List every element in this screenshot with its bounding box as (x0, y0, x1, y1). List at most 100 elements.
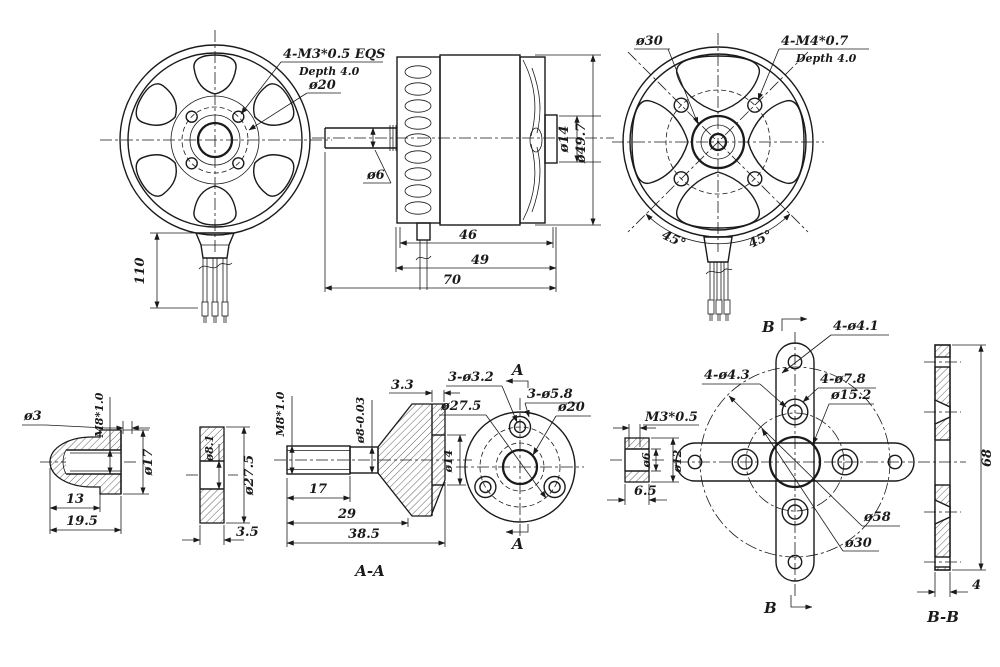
cross-dia58-label: ø58 (863, 510, 891, 525)
shaft-dim33-label: 3.3 (391, 378, 414, 393)
side-stator-body (439, 54, 521, 226)
cross-dia152-label: ø15.2 (830, 388, 871, 403)
shaft-dim-dia8: ø8-0.03 (354, 396, 375, 474)
rear-view: ø30 4-M4*0.7 Depth 4.0 45° 45° (612, 33, 869, 321)
plate-callout-dia20: ø20 (532, 400, 591, 456)
side-shaft-left (324, 125, 397, 151)
screw-hole (232, 157, 245, 170)
section-aa-title: A-A (353, 562, 385, 580)
front-thread-label: 4-M3*0.5 EQS (283, 47, 385, 62)
front-dia20-label: ø20 (308, 78, 336, 93)
mount-hole (747, 97, 763, 113)
cross-callout-dia30: ø30 (761, 428, 879, 552)
standoff-view: M3*0.5 ø6 ø12 6.5 (607, 410, 699, 505)
standoff-dim65-label: 6.5 (634, 484, 657, 499)
front-callout-thread: 4-M3*0.5 EQS Depth 4.0 (240, 47, 385, 115)
cross-center-hole (768, 435, 822, 489)
mount-hole (747, 171, 763, 187)
cross-callout-dia152: ø15.2 (812, 388, 874, 445)
plate-section-marker-bottom: A (505, 524, 529, 553)
cross-section-marker-top: B (761, 316, 808, 336)
section-b-top-label: B (761, 318, 775, 336)
prop-nut-dia17-label: ø17 (141, 449, 156, 477)
mount-hole (673, 171, 689, 187)
section-a-bottom-label: A (510, 535, 524, 553)
plate-holes32-label: 3-ø3.2 (448, 370, 494, 385)
cross-section-marker-bottom: B (763, 595, 813, 617)
standoff-callout-thread: M3*0.5 (613, 410, 699, 447)
washer-view: ø8.1 ø27.5 3.5 (182, 426, 259, 545)
side-dim70-label: 70 (443, 273, 461, 288)
rear-wires (703, 236, 733, 321)
prop-nut-dia3-label: ø3 (23, 409, 42, 424)
washer-dia81-label: ø8.1 (203, 435, 216, 462)
prop-nut-thread-label: M8*1.0 (93, 392, 106, 438)
shaft-flange-section (377, 403, 446, 517)
prop-nut-dim-13: 13 (49, 468, 101, 534)
strip-dim-4: 4 (917, 572, 981, 597)
side-dim-dia497: ø49.7 (535, 54, 601, 226)
standoff-thread-label: M3*0.5 (644, 410, 698, 425)
plate-dia20-label: ø20 (557, 400, 585, 415)
shaft-dim-thread: M8*1.0 (274, 391, 295, 475)
side-dia6-label: ø6 (366, 168, 385, 183)
shaft-thread-label: M8*1.0 (274, 391, 287, 437)
cross-callout-78: 4-ø7.8 (802, 372, 876, 403)
mount-plate-view: 3-ø3.2 ø27.5 3-ø5.8 ø20 A A (439, 361, 591, 553)
plate-callout-58: 3-ø5.8 (524, 387, 580, 418)
rear-dia30-label: ø30 (635, 34, 663, 49)
shaft-dim-dia14: ø14 (442, 434, 466, 486)
rear-angle-left-label: 45° (659, 228, 688, 252)
side-dim-dia6: ø6 (363, 127, 392, 184)
plate-center-hole (501, 448, 539, 486)
cross-arm-vertical (775, 342, 815, 582)
shaft-dia14-label: ø14 (442, 450, 455, 474)
shaft-dim-29: 29 (286, 507, 409, 527)
cross-holes43-label: 4-ø4.3 (704, 368, 750, 383)
washer-dim35-label: 3.5 (236, 525, 259, 540)
cross-arm-horizontal (675, 442, 915, 482)
section-b-bottom-label: B (763, 599, 777, 617)
washer-dim-35: 3.5 (182, 525, 259, 545)
prop-nut-dim-195: 19.5 (49, 496, 122, 534)
side-vent-section (396, 56, 441, 224)
cross-mount-view: 4-ø4.1 4-ø4.3 4-ø7.8 ø15.2 ø58 ø30 B B (675, 316, 915, 617)
strip-dim-68: 68 (952, 344, 995, 571)
cross-callout-43: 4-ø4.3 (702, 368, 787, 408)
side-view: ø6 ø14 ø49.7 46 49 70 (312, 54, 614, 292)
washer-dia275-label: ø27.5 (242, 455, 257, 496)
side-dim-46: 46 (399, 227, 554, 248)
shaft-dim-33: 3.3 (389, 378, 460, 402)
cross-holes78-label: 4-ø7.8 (820, 372, 866, 387)
cross-callout-dia58: ø58 (728, 395, 900, 527)
standoff-dia12-label: ø12 (671, 449, 684, 473)
front-dim110-label: 110 (133, 257, 148, 284)
screw-hole (185, 110, 198, 123)
section-bb-title: B-B (926, 608, 959, 626)
cross-holes41-label: 4-ø4.1 (833, 319, 879, 334)
side-dim46-label: 46 (459, 228, 477, 243)
plate-section-marker-top: A (505, 361, 529, 388)
side-wire-exit (415, 222, 432, 290)
section-a-top-label: A (510, 361, 524, 379)
washer-dim-dia81: ø8.1 (203, 435, 222, 490)
shaft-dim-17: 17 (286, 476, 351, 547)
front-body (119, 44, 311, 236)
screw-hole (232, 110, 245, 123)
front-view: 4-M3*0.5 EQS Depth 4.0 ø20 110 (100, 30, 385, 323)
standoff-dim-65: 6.5 (607, 484, 667, 505)
prop-nut-dim-dia17: ø17 (123, 429, 156, 495)
cross-outer-holes (687, 354, 903, 570)
shaft-dim-385: 38.5 (286, 482, 446, 547)
shaft-section-view: M8*1.0 ø8-0.03 3.3 ø14 17 29 38.5 A-A (274, 378, 472, 580)
rear-thread-label: 4-M4*0.7 (781, 34, 848, 49)
plate-callout-dia275: ø27.5 (439, 399, 547, 499)
standoff-dim-dia6: ø6 (640, 448, 661, 472)
plate-callout-32: 3-ø3.2 (446, 370, 518, 423)
standoff-dim-dia12: ø12 (651, 437, 684, 483)
prop-nut-dim-thread: M8*1.0 (93, 392, 113, 475)
prop-nut-dim195-label: 19.5 (66, 514, 98, 529)
cross-csk-holes (731, 398, 859, 526)
